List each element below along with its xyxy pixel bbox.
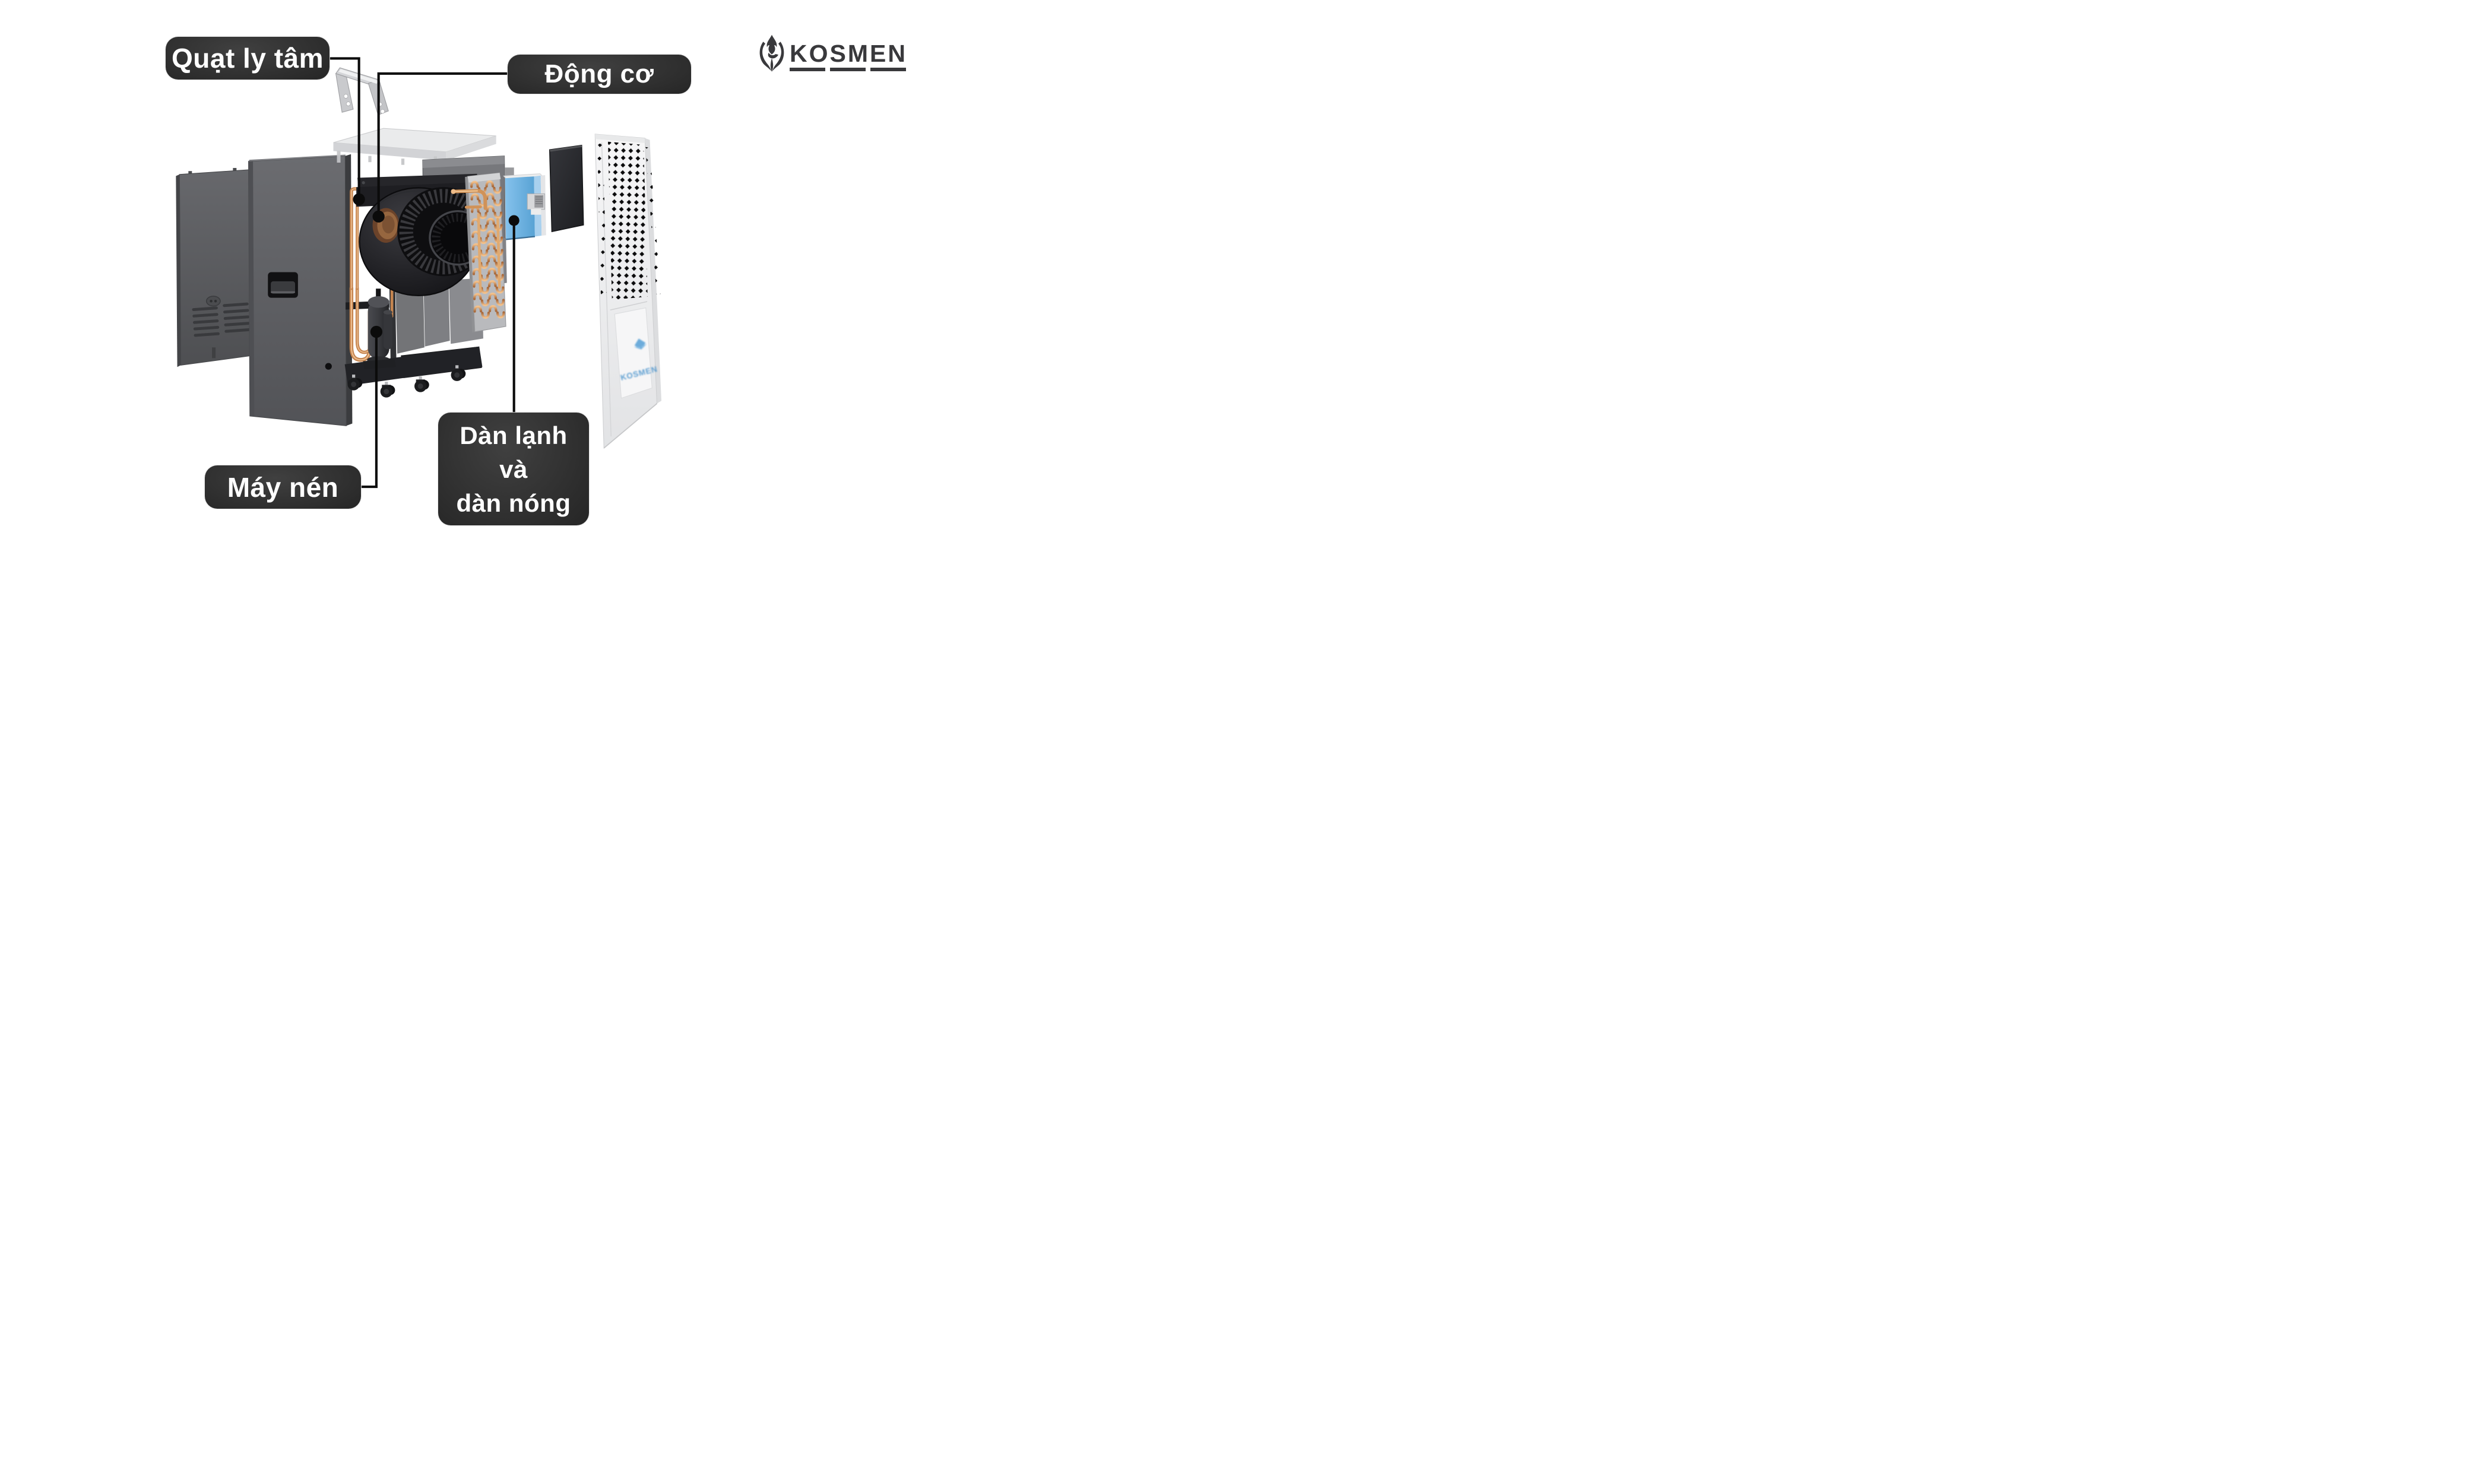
coil-manifold-pipes — [451, 189, 501, 293]
accumulator — [383, 312, 392, 350]
screw-hole — [343, 94, 349, 99]
connector-lines — [330, 57, 519, 489]
diamond-grid — [607, 141, 648, 300]
rear-panel — [176, 167, 251, 367]
connector-line-compressor — [361, 337, 378, 489]
panel-tab — [188, 171, 192, 174]
connector-dot-motor — [372, 210, 385, 223]
caster-wheel — [414, 376, 429, 392]
cabinet-hole — [325, 363, 332, 370]
top-cover — [333, 128, 496, 165]
sensor-box — [527, 193, 546, 215]
power-socket — [205, 296, 221, 307]
callout-coils-line1: Dàn lạnh — [460, 421, 568, 449]
callout-coils-line3: dàn nóng — [456, 489, 571, 517]
connector-line-motor — [377, 72, 508, 212]
filter-panel — [549, 144, 584, 233]
screw-hole — [346, 102, 351, 106]
callout-centrifugal-fan: Quạt ly tâm — [166, 37, 330, 80]
handle-bracket — [335, 67, 389, 116]
front-door-inset — [614, 307, 652, 399]
callout-coils-line2: và — [499, 455, 528, 483]
connector-line-fan — [330, 57, 360, 196]
connector-dot-compressor — [370, 325, 383, 338]
brand-logo-underline — [790, 68, 906, 71]
connector-dot-coils — [508, 215, 519, 226]
machine-illustration: KOSMEN — [176, 57, 662, 489]
callout-compressor-text: Máy nén — [227, 471, 339, 503]
callout-motor: Động cơ — [508, 55, 691, 94]
callout-coils: Dàn lạnh và dàn nóng — [438, 413, 589, 525]
screw-hole — [380, 109, 385, 114]
callout-compressor: Máy nén — [205, 465, 361, 509]
cold-coil-panel — [503, 173, 546, 240]
diamond-grid-left-column — [597, 143, 607, 297]
centrifugal-fan — [350, 173, 490, 297]
panel-tab — [233, 167, 237, 171]
callout-motor-text: Động cơ — [544, 59, 654, 88]
cabinet-body — [248, 154, 353, 426]
exploded-view-diagram: KOSMEN Quạt ly tâm Động cơ Máy nén Dàn l… — [0, 0, 928, 557]
trolley-platform — [344, 346, 483, 386]
callout-centrifugal-fan-text: Quạt ly tâm — [171, 43, 324, 74]
diamond-grid-right-column — [645, 147, 661, 295]
brand-logo-text: KOSMEN — [790, 40, 907, 67]
front-panel: KOSMEN — [594, 134, 662, 449]
connector-dot-fan — [353, 193, 365, 205]
cabinet-handle-recess — [268, 272, 298, 298]
caster-wheel — [380, 382, 395, 398]
panel-notch — [212, 347, 216, 359]
brand-logo: KOSMEN — [756, 33, 907, 75]
coil-assembly — [451, 172, 506, 333]
phoenix-logo-icon — [759, 34, 784, 72]
